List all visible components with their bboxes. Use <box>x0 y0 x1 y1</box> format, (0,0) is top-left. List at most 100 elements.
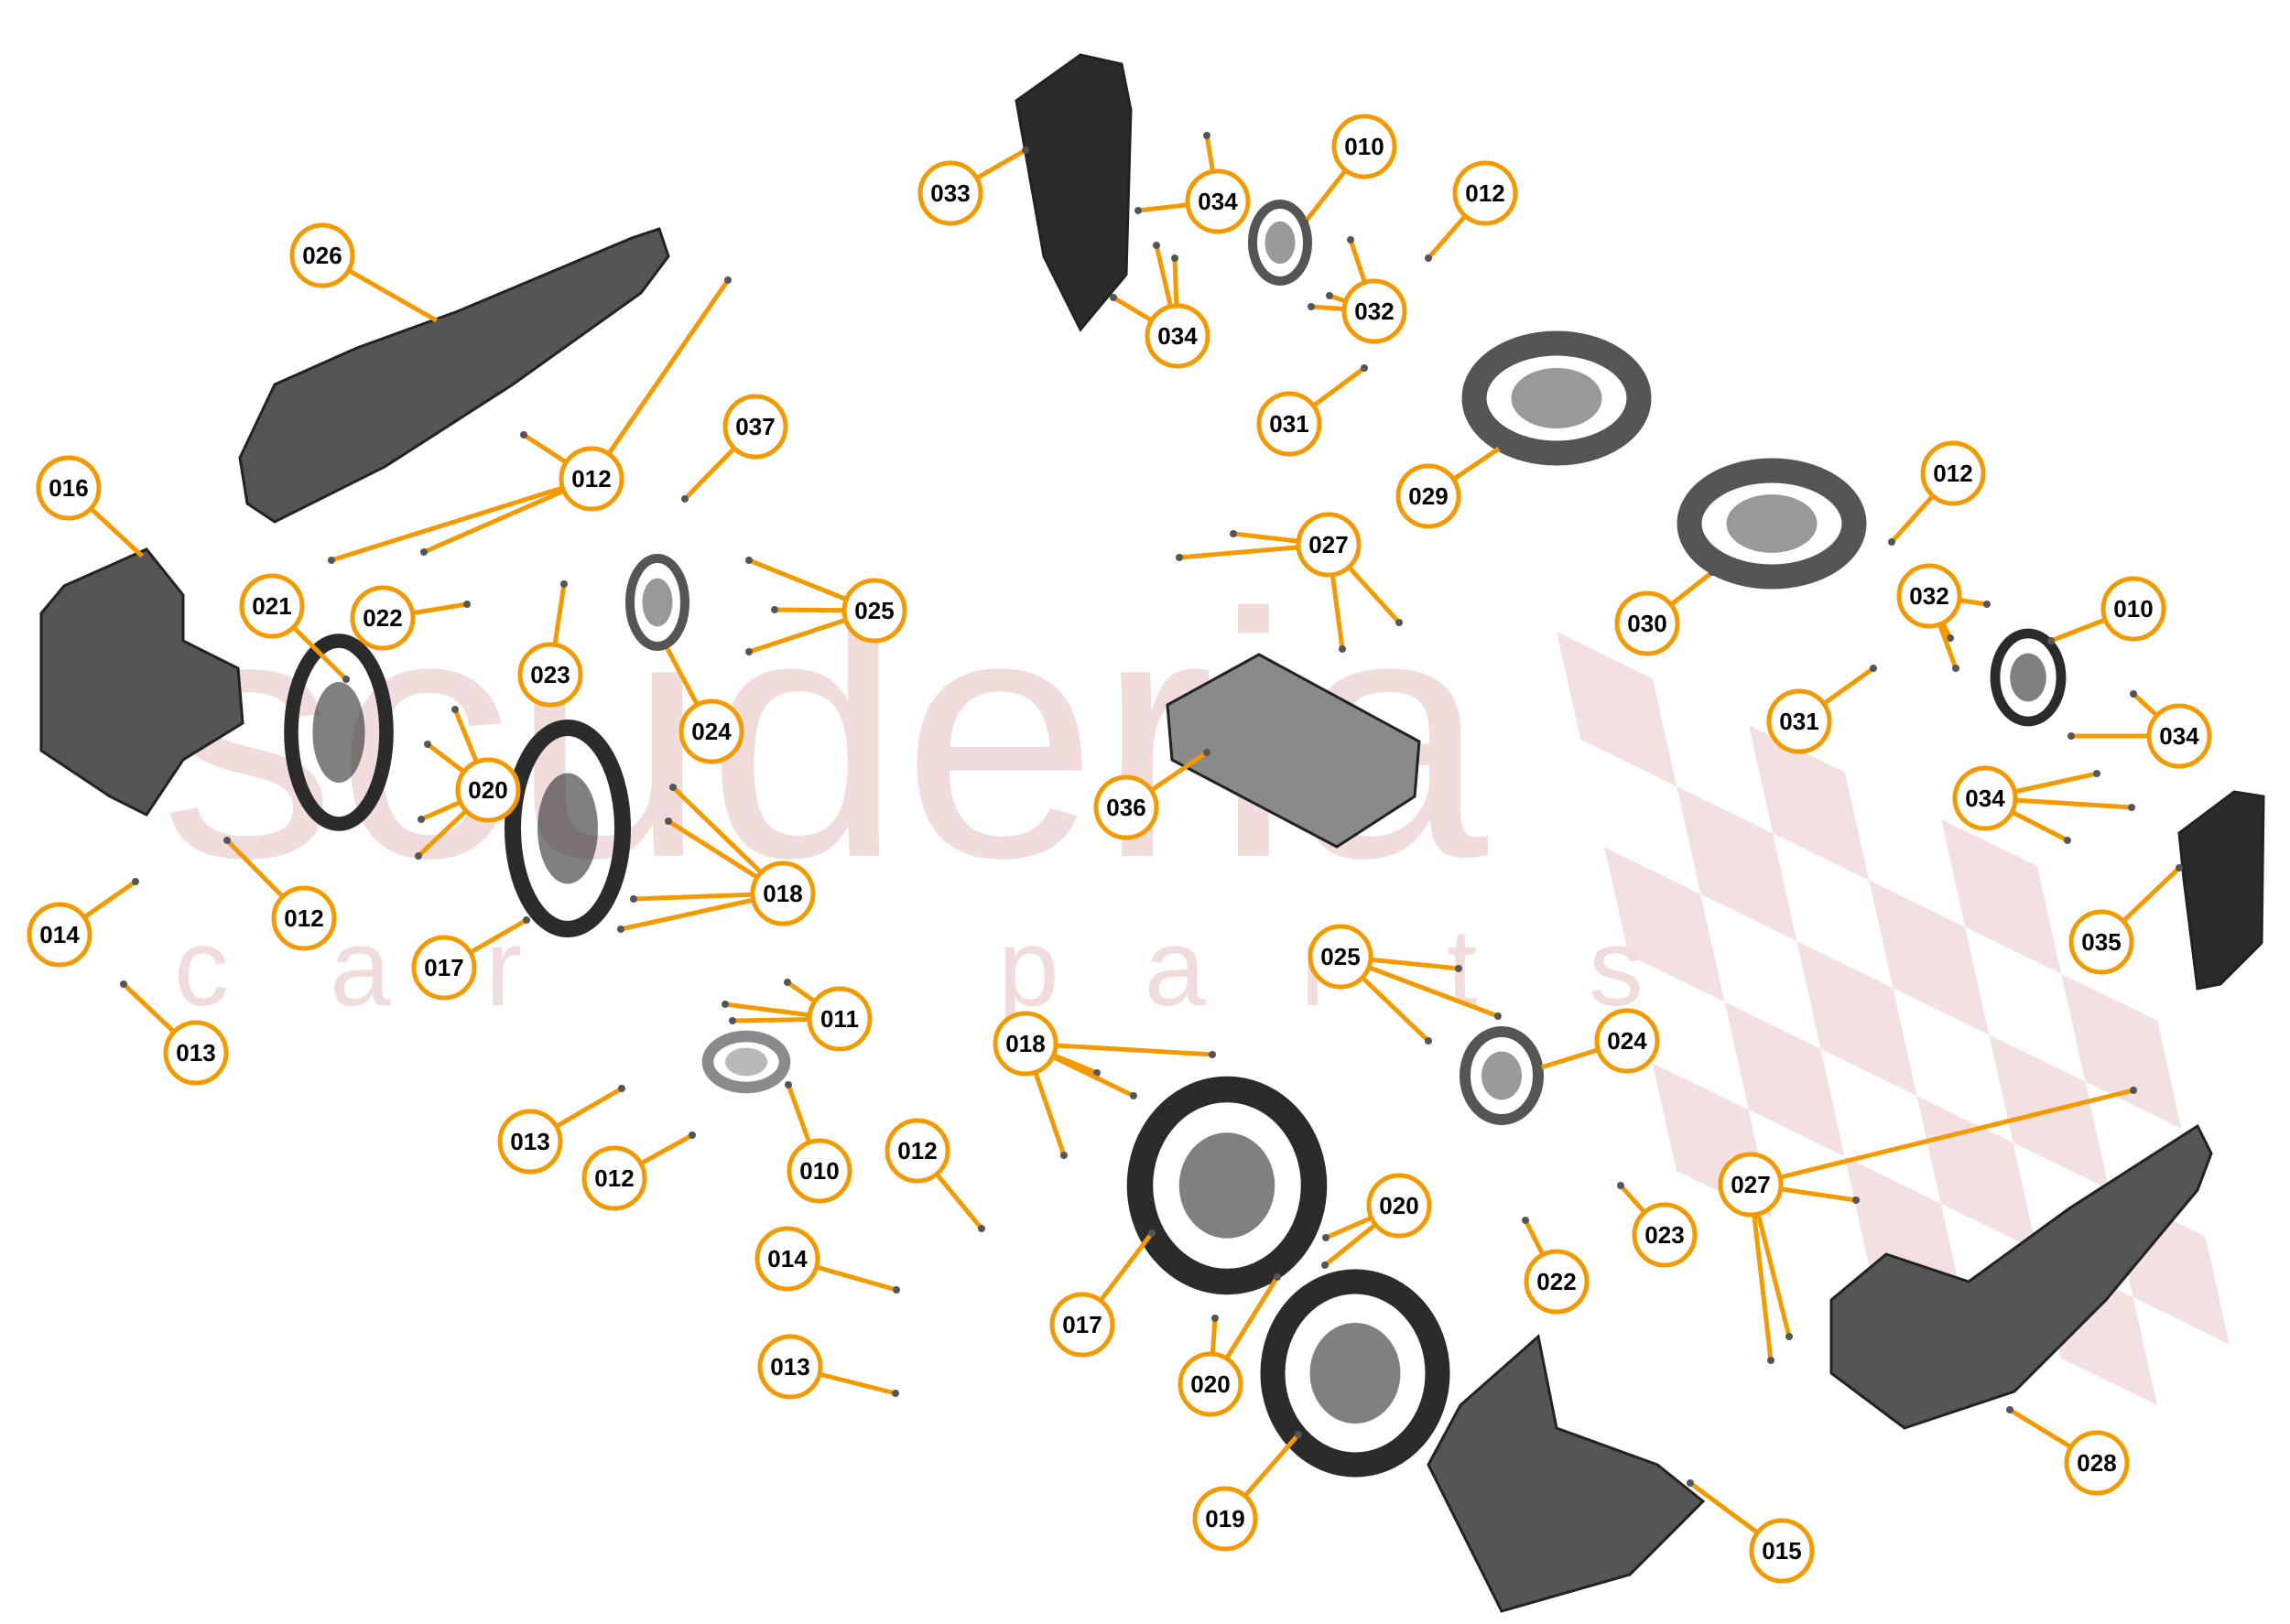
fastener-marker <box>1852 1196 1860 1204</box>
callout-number: 010 <box>2113 595 2153 623</box>
callout-number: 016 <box>49 474 88 502</box>
callout-circle <box>27 902 92 968</box>
fastener-marker <box>1301 219 1308 226</box>
callout-number: 018 <box>1005 1030 1045 1057</box>
callout-017[interactable]: 017 <box>1049 1292 1115 1358</box>
callout-032[interactable]: 032 <box>1341 278 1407 344</box>
callout-number: 019 <box>1205 1505 1244 1532</box>
callout-circle <box>271 885 337 951</box>
fastener-marker <box>784 979 791 986</box>
callout-012[interactable]: 012 <box>1920 440 1986 506</box>
callout-012[interactable]: 012 <box>1452 160 1518 226</box>
callout-number: 014 <box>39 921 80 948</box>
callout-number: 023 <box>530 661 570 688</box>
fastener-marker <box>1326 292 1333 299</box>
callout-034[interactable]: 034 <box>1145 303 1210 369</box>
callout-circle <box>750 861 816 926</box>
fastener-marker <box>1171 254 1178 262</box>
fastener-marker <box>1535 1065 1542 1072</box>
fastener-marker <box>415 852 422 860</box>
fastener-marker <box>520 431 527 438</box>
callout-029[interactable]: 029 <box>1395 463 1461 529</box>
callout-018[interactable]: 018 <box>993 1011 1058 1077</box>
callout-010[interactable]: 010 <box>1331 114 1397 179</box>
fastener-marker <box>2068 732 2075 740</box>
callout-013[interactable]: 013 <box>757 1334 823 1400</box>
callout-020[interactable]: 020 <box>1178 1351 1243 1417</box>
fastener-marker <box>1134 207 1142 214</box>
callout-020[interactable]: 020 <box>455 757 521 823</box>
callout-number: 017 <box>1062 1311 1102 1338</box>
fastener-marker <box>560 580 568 588</box>
callout-number: 021 <box>252 592 291 620</box>
fastener-marker <box>1203 132 1210 139</box>
fastener-marker <box>120 980 127 988</box>
fastener-marker <box>1425 1037 1432 1045</box>
callout-number: 027 <box>1731 1171 1770 1198</box>
callout-012[interactable]: 012 <box>885 1118 950 1184</box>
fastener-marker <box>722 1001 729 1008</box>
callout-012[interactable]: 012 <box>581 1145 647 1211</box>
callout-025[interactable]: 025 <box>841 578 907 644</box>
callout-number: 013 <box>176 1039 215 1066</box>
callout-036[interactable]: 036 <box>1093 774 1159 840</box>
callout-circle <box>2064 1430 2130 1496</box>
callout-019[interactable]: 019 <box>1192 1486 1258 1552</box>
callout-circle <box>1952 765 2018 831</box>
callout-010[interactable]: 010 <box>787 1138 852 1204</box>
callout-018[interactable]: 018 <box>750 861 816 926</box>
fastener-marker <box>729 1017 736 1024</box>
callout-023[interactable]: 023 <box>1632 1202 1698 1268</box>
callout-013[interactable]: 013 <box>497 1109 563 1175</box>
callout-023[interactable]: 023 <box>517 642 583 708</box>
callout-circle <box>289 222 355 288</box>
callout-031[interactable]: 031 <box>1766 688 1832 754</box>
callout-027[interactable]: 027 <box>1296 512 1362 578</box>
callout-035[interactable]: 035 <box>2068 909 2134 975</box>
callout-012[interactable]: 012 <box>271 885 337 951</box>
callout-circle <box>1524 1249 1590 1315</box>
fastener-marker <box>1295 1431 1302 1438</box>
callout-034[interactable]: 034 <box>2146 703 2212 769</box>
callout-034[interactable]: 034 <box>1952 765 2018 831</box>
callout-032[interactable]: 032 <box>1896 563 1962 629</box>
callout-022[interactable]: 022 <box>350 585 416 651</box>
callout-031[interactable]: 031 <box>1256 391 1322 457</box>
callout-number: 025 <box>854 597 894 624</box>
callout-number: 028 <box>2077 1449 2116 1477</box>
callout-014[interactable]: 014 <box>27 902 92 968</box>
callout-017[interactable]: 017 <box>411 935 477 1001</box>
callout-020[interactable]: 020 <box>1366 1173 1432 1239</box>
callout-024[interactable]: 024 <box>678 698 744 764</box>
callout-circle <box>1185 168 1251 234</box>
callout-021[interactable]: 021 <box>239 573 305 639</box>
callout-circle <box>517 642 583 708</box>
callout-011[interactable]: 011 <box>807 986 873 1052</box>
callout-number: 013 <box>510 1128 549 1155</box>
part-amplifier <box>1166 653 1421 849</box>
callout-030[interactable]: 030 <box>1614 590 1680 656</box>
callout-014[interactable]: 014 <box>754 1226 820 1292</box>
callout-015[interactable]: 015 <box>1749 1518 1815 1584</box>
callout-024[interactable]: 024 <box>1594 1008 1660 1074</box>
callout-010[interactable]: 010 <box>2100 576 2166 642</box>
fastener-marker <box>2128 804 2135 811</box>
callout-number: 012 <box>284 904 323 932</box>
fastener-marker <box>1110 294 1117 301</box>
callout-026[interactable]: 026 <box>289 222 355 288</box>
callout-034[interactable]: 034 <box>1185 168 1251 234</box>
callout-037[interactable]: 037 <box>722 394 788 460</box>
fastener-marker <box>1230 530 1237 537</box>
callout-025[interactable]: 025 <box>1308 924 1373 990</box>
callout-027[interactable]: 027 <box>1718 1152 1784 1218</box>
callout-033[interactable]: 033 <box>917 160 983 226</box>
callout-circle <box>1896 563 1962 629</box>
callout-013[interactable]: 013 <box>163 1020 229 1086</box>
fastener-marker <box>1767 1357 1774 1364</box>
callout-012[interactable]: 012 <box>559 446 624 512</box>
callout-022[interactable]: 022 <box>1524 1249 1590 1315</box>
callout-016[interactable]: 016 <box>36 455 102 521</box>
fastener-marker <box>223 837 231 844</box>
part-woofer-left <box>505 720 631 937</box>
callout-028[interactable]: 028 <box>2064 1430 2130 1496</box>
